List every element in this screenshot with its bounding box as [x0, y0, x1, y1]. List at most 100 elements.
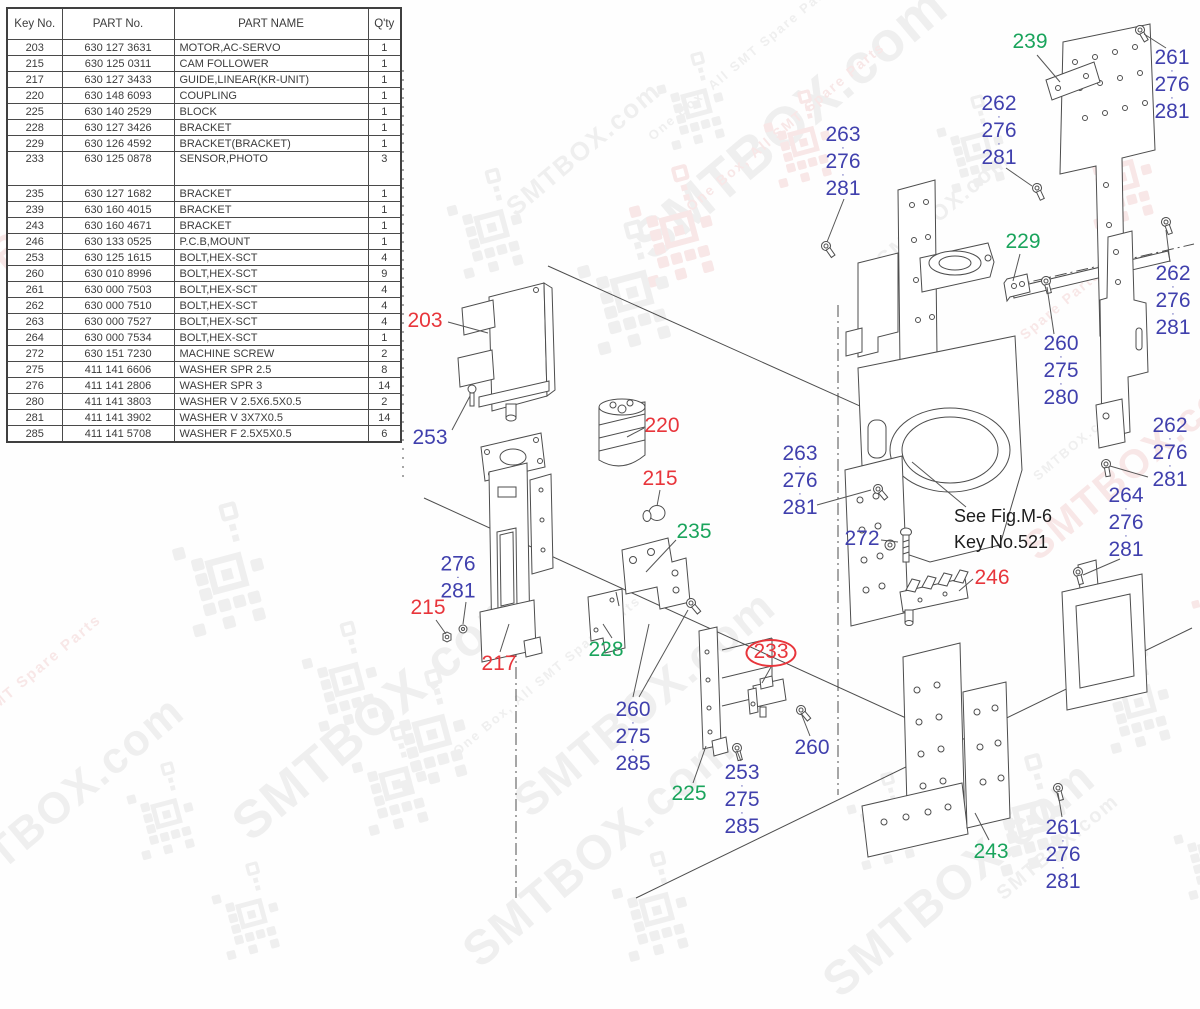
cell-key: 203	[6, 39, 63, 56]
cell-key: 220	[6, 87, 63, 104]
cell-key: 263	[6, 313, 63, 330]
cell-qty: 2	[367, 393, 402, 410]
cell-name: WASHER F 2.5X5X0.5	[173, 425, 369, 443]
cell-key: 233	[6, 151, 63, 186]
cell-key: 276	[6, 377, 63, 394]
cell-part_no: 630 125 0311	[61, 55, 175, 72]
motor-203	[457, 282, 556, 422]
cell-name: COUPLING	[173, 87, 369, 104]
cell-name: WASHER V 3X7X0.5	[173, 409, 369, 426]
cell-name: BRACKET	[173, 185, 369, 202]
frame-bracket	[1061, 559, 1148, 711]
cell-key: 239	[6, 201, 63, 218]
cell-key: 228	[6, 119, 63, 136]
cell-key: 264	[6, 329, 63, 346]
cell-qty: 3	[367, 151, 402, 186]
pcb-mount-246	[899, 569, 969, 626]
cell-part_no: 411 141 2806	[61, 377, 175, 394]
cell-name: BOLT,HEX-SCT	[173, 329, 369, 346]
cell-qty: 1	[367, 103, 402, 120]
cell-name: WASHER V 2.5X6.5X0.5	[173, 393, 369, 410]
exploded-view-diagram	[402, 23, 1195, 899]
cell-key: 260	[6, 265, 63, 282]
cell-key: 225	[6, 103, 63, 120]
cell-qty: 1	[367, 233, 402, 250]
cell-key: 285	[6, 425, 63, 443]
cell-qty: 1	[367, 185, 402, 202]
cell-name: MOTOR,AC-SERVO	[173, 39, 369, 56]
cell-qty: 1	[367, 135, 402, 152]
cell-qty: 14	[367, 409, 402, 426]
cell-part_no: 411 141 3803	[61, 393, 175, 410]
cell-name: WASHER SPR 3	[173, 377, 369, 394]
cell-part_no: 630 127 3426	[61, 119, 175, 136]
cell-qty: 4	[367, 281, 402, 298]
cell-qty: 1	[367, 71, 402, 88]
cell-name: SENSOR,PHOTO	[173, 151, 369, 186]
cell-part_no: 411 141 3902	[61, 409, 175, 426]
cell-qty: 4	[367, 313, 402, 330]
cell-qty: 4	[367, 249, 402, 266]
cell-part_no: 630 000 7534	[61, 329, 175, 346]
cell-name: BOLT,HEX-SCT	[173, 297, 369, 314]
guide-217	[479, 432, 554, 663]
cell-key: 235	[6, 185, 63, 202]
cell-name: MACHINE SCREW	[173, 345, 369, 362]
cell-name: GUIDE,LINEAR(KR-UNIT)	[173, 71, 369, 88]
cell-qty: 1	[367, 87, 402, 104]
bracket-235	[621, 537, 691, 610]
cell-key: 261	[6, 281, 63, 298]
cell-name: BOLT,HEX-SCT	[173, 313, 369, 330]
cell-key: 262	[6, 297, 63, 314]
cell-key: 246	[6, 233, 63, 250]
cell-part_no: 630 127 1682	[61, 185, 175, 202]
cell-key: 275	[6, 361, 63, 378]
right-plate	[1095, 230, 1149, 449]
main-frame	[844, 179, 1171, 627]
cell-name: BLOCK	[173, 103, 369, 120]
cell-name: BRACKET	[173, 119, 369, 136]
cell-key: 229	[6, 135, 63, 152]
cell-key: 215	[6, 55, 63, 72]
cell-qty: 9	[367, 265, 402, 282]
cell-qty: 14	[367, 377, 402, 394]
cell-part_no: 630 151 7230	[61, 345, 175, 362]
bracket-243	[861, 642, 1011, 858]
cell-qty: 1	[367, 119, 402, 136]
cell-part_no: 630 127 3631	[61, 39, 175, 56]
cell-qty: 1	[367, 55, 402, 72]
cell-qty: 8	[367, 361, 402, 378]
coupling-220	[598, 398, 646, 467]
cell-part_no: 630 010 8996	[61, 265, 175, 282]
top-right-plate	[1045, 23, 1156, 337]
cell-key: 253	[6, 249, 63, 266]
block-225	[698, 626, 729, 757]
cell-key: 217	[6, 71, 63, 88]
column-header: Key No.	[6, 7, 63, 40]
cell-qty: 4	[367, 297, 402, 314]
cell-part_no: 411 141 6606	[61, 361, 175, 378]
cell-name: BRACKET(BRACKET)	[173, 135, 369, 152]
cell-qty: 6	[367, 425, 402, 443]
cell-key: 280	[6, 393, 63, 410]
cell-name: CAM FOLLOWER	[173, 55, 369, 72]
cell-part_no: 630 125 1615	[61, 249, 175, 266]
cell-part_no: 630 000 7527	[61, 313, 175, 330]
